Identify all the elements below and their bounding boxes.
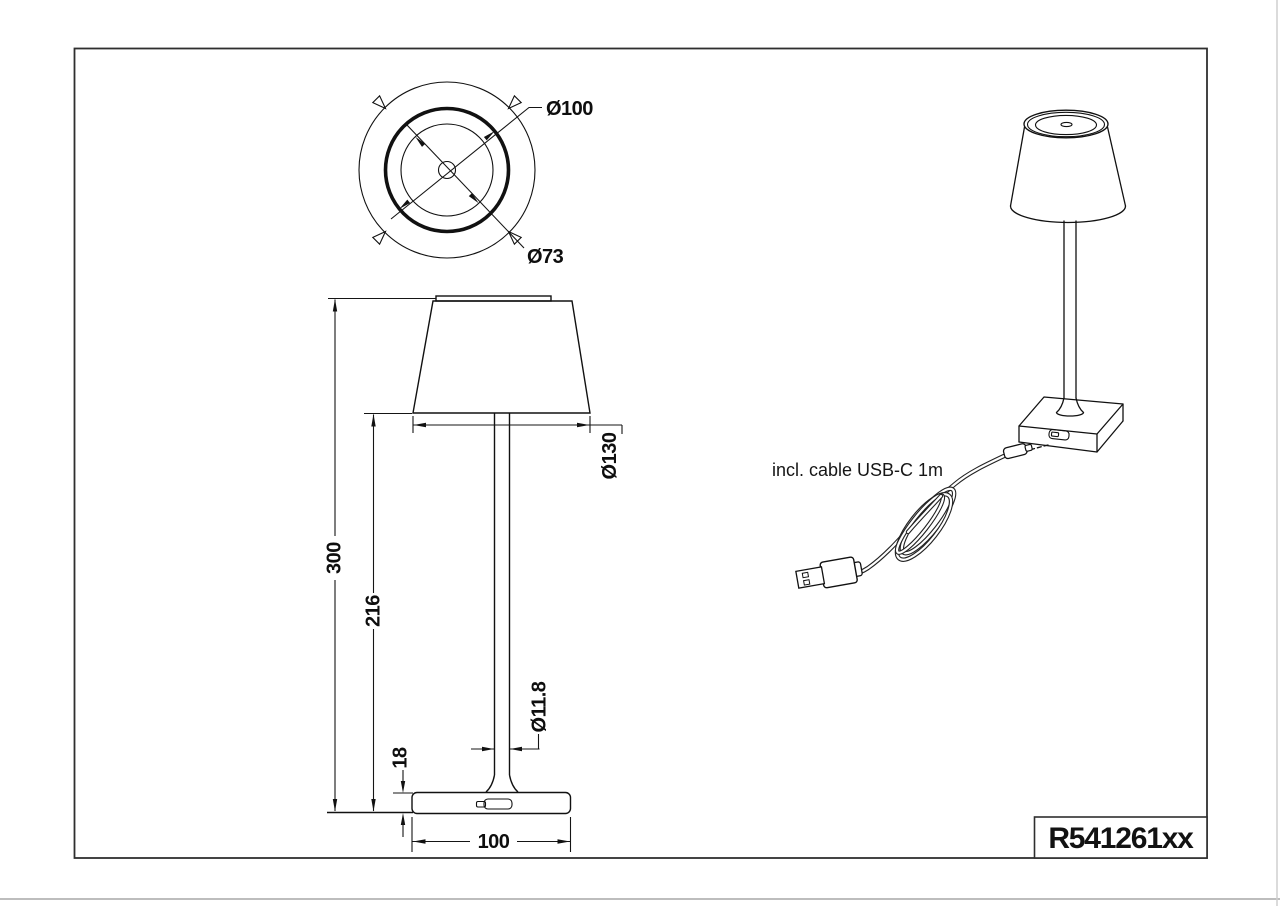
tab-sw [371,230,387,246]
base-outline [411,791,572,815]
usb-a-hole-2 [803,579,811,586]
persp-shade-left-side [1009,126,1026,207]
arrow-300-top [332,299,338,312]
arrow-d73-se [468,193,479,204]
shade-outline [412,300,591,414]
top-view-inner-circle [400,123,494,217]
cable-illustration: incl. cable USB-C 1m [772,443,1033,589]
persp-shade-top-rim-inner [1026,111,1106,138]
arrow-18-top [400,781,406,793]
usb-a-tongue [795,566,826,589]
arrow-18-bottom [400,813,406,825]
arrow-100-left [413,839,426,844]
dim-pole-diameter-label: Ø11.8 [529,681,551,732]
cable-coil-loop-2 [894,492,954,562]
product-code-label: R541261xx [1048,822,1194,855]
arrow-11-8-right [510,746,522,752]
arrow-216-bottom [371,799,376,812]
dim-total-height-label: 300 [324,542,346,574]
top-view: Ø100 Ø73 [358,81,594,268]
persp-shade-bottom-arc [1009,205,1127,224]
dim-top-outer-label: Ø100 [546,98,593,120]
dimline-130 [413,424,623,434]
arrow-100-right [557,839,570,844]
arrow-300-bottom [332,799,338,812]
persp-flare-left [1055,397,1065,414]
dim-base-height-label: 18 [390,747,412,769]
tab-ne [507,94,523,110]
persp-shade-diffuser-ring [1034,114,1098,136]
dim-shade-diameter-label: Ø130 [599,432,621,479]
usb-a-body [819,556,858,589]
top-view-outer-rim-circle [358,81,536,259]
leader-d100 [390,106,542,220]
arrow-11-8-left [482,746,494,752]
arrow-d100-sw [399,199,411,209]
pole-flare-right [508,774,519,793]
persp-base-usb-port [1048,429,1070,441]
persp-base-vertical-edges [1018,403,1124,453]
dim-pole-height-label: 216 [363,595,385,627]
persp-shade-center-dot [1060,121,1073,128]
ext-100 [411,817,572,852]
usb-c-connector [1002,443,1033,460]
usb-a-hole-1 [801,571,810,579]
top-view-diffuser-circle [383,106,511,234]
base-usb-port-tab [475,800,487,808]
persp-shade-top-rim [1023,109,1109,139]
top-view-center-hub-circle [437,160,457,180]
persp-flare-foot [1055,411,1085,417]
persp-shade-right-side [1106,126,1127,207]
dim-base-width-label: 100 [478,831,510,853]
arrow-216-top [371,414,376,427]
shade-top-lip [435,295,552,302]
arrow-130-right [577,422,590,428]
dimline-11-8 [471,734,540,750]
persp-base-bottom-edges [1018,420,1124,453]
usb-a-connector [795,556,863,589]
arrow-d73-nw [415,136,426,147]
base-usb-port [483,798,513,810]
pole-flare-left [485,774,496,793]
tab-nw [371,94,387,110]
arrow-d100-ne [483,131,495,141]
arrow-130-left [413,422,426,428]
leader-d73 [405,123,525,249]
cable-note-label: incl. cable USB-C 1m [772,460,943,480]
title-block-box [1033,816,1208,859]
drawing-frame [73,47,1208,859]
perspective-view [1009,109,1127,453]
usb-plug-dashed-line [1030,444,1049,451]
dim-top-inner-label: Ø73 [527,246,564,268]
front-view: 300 216 Ø130 Ø11.8 18 100 [324,295,623,853]
title-block: R541261xx [1033,816,1208,859]
